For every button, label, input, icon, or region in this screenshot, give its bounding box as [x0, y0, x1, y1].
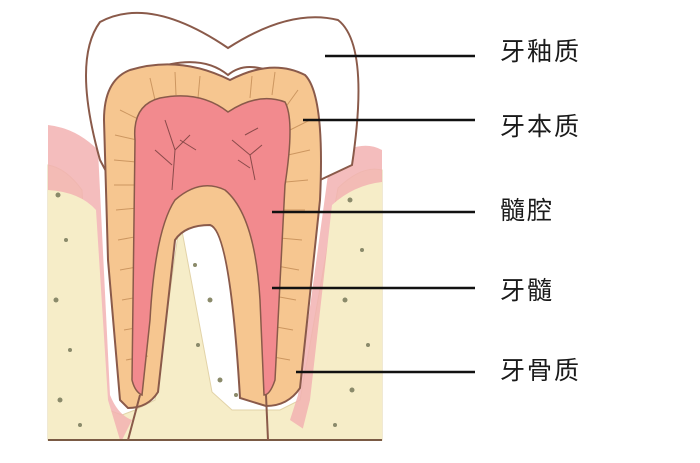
label-pulp-cavity: 髓腔 — [500, 196, 555, 225]
label-dentin: 牙本质 — [500, 112, 582, 141]
bone-speckles — [53, 192, 370, 427]
pulp — [131, 95, 291, 397]
label-cementum: 牙骨质 — [500, 356, 582, 385]
nerve-branches — [154, 119, 263, 191]
leader-lines — [272, 54, 475, 374]
label-enamel: 牙釉质 — [500, 37, 582, 66]
label-pulp: 牙髓 — [500, 276, 555, 305]
bone-overlay — [48, 190, 120, 440]
root-canal-left — [127, 394, 141, 441]
bone-overlay-right — [300, 182, 382, 440]
root-canal-right — [265, 394, 269, 441]
